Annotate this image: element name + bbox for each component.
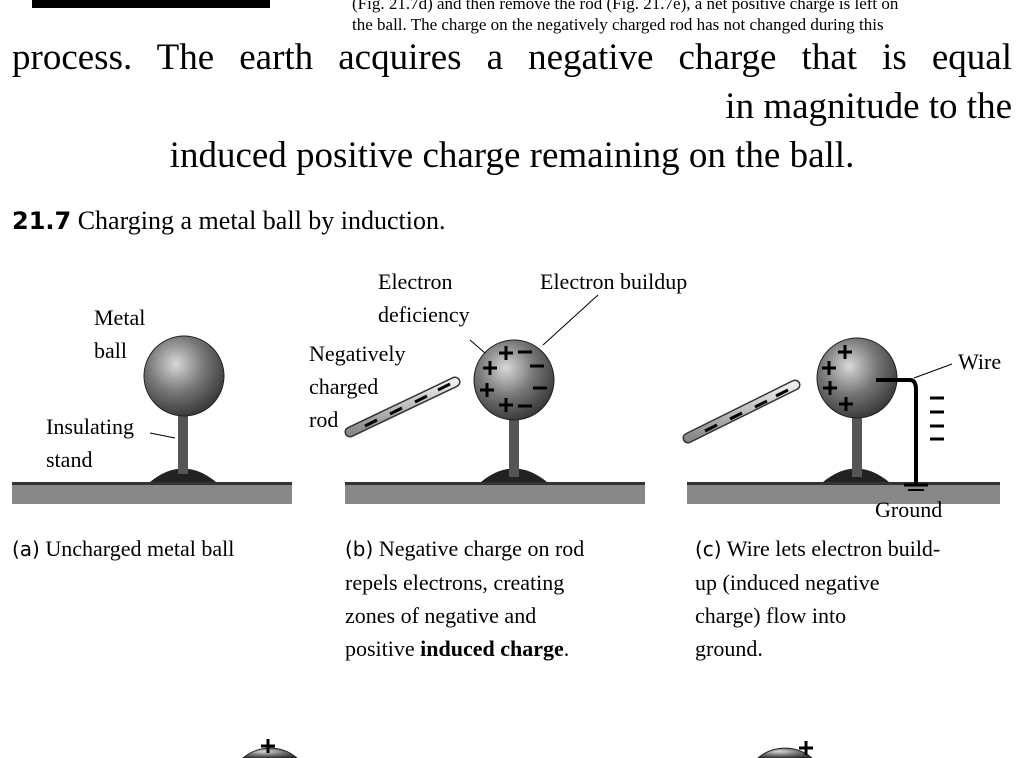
label-ground: Ground xyxy=(875,497,943,522)
caption-b: (b) Negative charge on rod repels electr… xyxy=(345,532,584,665)
caption-text: repels electrons, creating xyxy=(345,570,565,595)
label-deficiency: deficiency xyxy=(378,302,470,327)
body-text-large: process. The earth acquires a negative c… xyxy=(12,37,1012,78)
body-text-line: (Fig. 21.7d) and then remove the rod (Fi… xyxy=(352,0,899,13)
caption-text: zones of negative and xyxy=(345,603,537,628)
label-charged: charged xyxy=(309,374,379,399)
caption-text: charge) flow into xyxy=(695,603,847,628)
label-electron: Electron xyxy=(378,269,453,294)
body-text-line: the ball. The charge on the negatively c… xyxy=(352,15,884,34)
label-wire: Wire xyxy=(958,349,1002,374)
ball-e xyxy=(757,747,813,758)
caption-a: (a) Uncharged metal ball xyxy=(12,532,234,566)
caption-c: (c) Wire lets electron build- up (induce… xyxy=(695,532,940,665)
caption-text: ground. xyxy=(695,636,763,661)
figure-number: 21.7 xyxy=(12,207,72,235)
caption-letter: (a) xyxy=(12,537,40,561)
label-stand: stand xyxy=(46,447,93,472)
caption-text: Negative charge on rod xyxy=(378,536,585,561)
caption-text: Uncharged metal ball xyxy=(45,536,235,561)
figure-caption-title: 21.7 Charging a metal ball by induction. xyxy=(12,204,446,238)
caption-letter: (b) xyxy=(345,537,374,561)
caption-bold-term: induced charge xyxy=(420,636,564,661)
ball-d xyxy=(242,747,298,758)
black-bar xyxy=(32,0,270,8)
body-text-large: induced positive charge remaining on the… xyxy=(169,135,855,176)
label-negatively: Negatively xyxy=(309,341,406,366)
panel-b-drawing xyxy=(344,294,645,504)
label-ball: ball xyxy=(94,338,127,363)
panel-c-drawing xyxy=(682,337,1000,504)
body-text-large: in magnitude to the xyxy=(725,86,1012,127)
caption-text: Wire lets electron build- xyxy=(726,536,941,561)
label-metal: Metal xyxy=(94,305,146,330)
caption-letter: (c) xyxy=(695,537,722,561)
caption-text: up (induced negative xyxy=(695,570,880,595)
caption-text: positive xyxy=(345,636,421,661)
label-insulating: Insulating xyxy=(46,414,134,439)
figure-title: Charging a metal ball by induction. xyxy=(77,206,446,235)
caption-text: . xyxy=(563,636,570,661)
panel-a-drawing xyxy=(12,335,292,504)
label-electron-buildup: Electron buildup xyxy=(540,269,688,294)
label-rod: rod xyxy=(309,407,339,432)
